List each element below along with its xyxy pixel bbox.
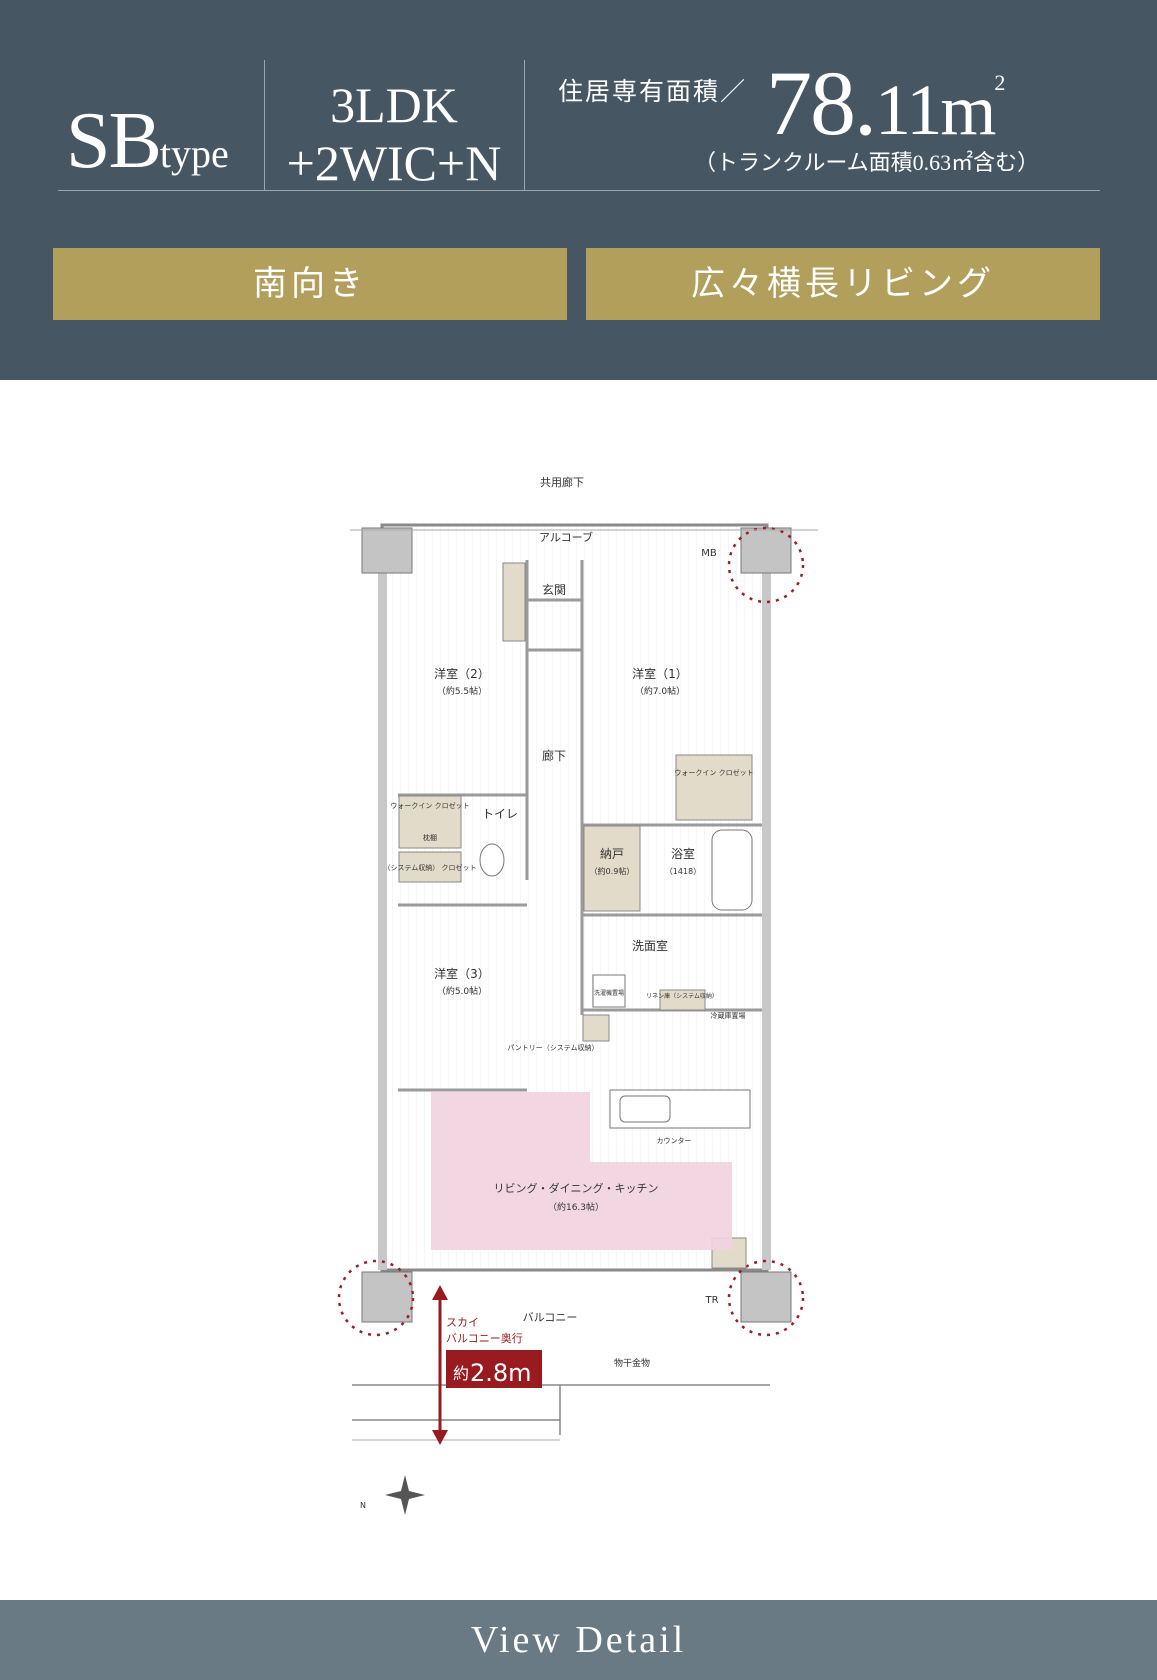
pillar (361, 1271, 413, 1323)
room1-size: （約7.0帖） (635, 685, 685, 697)
system-closet (398, 851, 462, 883)
depth-badge (446, 1350, 542, 1388)
bath-label: 浴室 (671, 846, 695, 861)
bath-size: （1418） (665, 867, 701, 876)
toilet-bowl (479, 843, 505, 877)
balcony-outline (352, 1384, 770, 1435)
linen-closet (659, 989, 706, 1011)
unit-type: SBtype (66, 96, 229, 187)
ldk-label: リビング・ダイニング・キッチン (494, 1181, 659, 1195)
wall-left (378, 533, 387, 1270)
floorplan-svg: 共用廊下 アルコーブ 玄関 MB 洋室（1） （約7.0帖） 洋室（2） （約5… (337, 475, 818, 1515)
wic1-label: ウォークイン クロゼット (674, 768, 753, 777)
room1-label: 洋室（1） (632, 666, 688, 681)
toilet-label: トイレ (482, 807, 518, 821)
drying-label: 物干金物 (614, 1357, 650, 1369)
pillar-highlight (727, 526, 805, 604)
header-rule (58, 190, 1100, 191)
bathtub (711, 829, 753, 911)
plan-type-line: 3LDK (330, 77, 458, 133)
area-sup: 2 (994, 70, 1005, 95)
area-value: 78.11m2 (766, 50, 1005, 156)
pillar-highlight (337, 1259, 415, 1337)
washer (592, 974, 626, 1008)
washer-label: 洗濯機置場 (594, 989, 624, 997)
floorplan: 共用廊下 アルコーブ 玄関 MB 洋室（1） （約7.0帖） 洋室（2） （約5… (0, 380, 1157, 1600)
entrance-label: 玄関 (542, 582, 566, 597)
room3-size: （約5.0帖） (437, 985, 487, 997)
mb-label: MB (701, 548, 717, 559)
feature-badge-living: 広々横長リビング (586, 248, 1100, 320)
divider (264, 60, 265, 190)
pillar (361, 527, 413, 574)
storage-room (583, 825, 641, 912)
closet-label: （システム収納） クロゼット (383, 863, 476, 872)
unit-type-suffix: type (159, 131, 229, 176)
sky-depth-prefix: 約 (453, 1364, 469, 1383)
storage-label: 納戸 (600, 847, 624, 861)
counter-label: カウンター (657, 1136, 692, 1145)
pantry-label: パントリー（システム収納） (507, 1043, 598, 1052)
plan-type-line: +2WIC+N (286, 135, 502, 191)
washroom-label: 洗面室 (632, 938, 668, 953)
room3-label: 洋室（3） (434, 966, 490, 981)
alcove-label: アルコーブ (539, 530, 593, 544)
pantry (582, 1014, 610, 1042)
tr-label: TR (704, 1295, 718, 1306)
wic-2 (398, 795, 462, 849)
wall-right (762, 553, 771, 1270)
fridge-label: 冷蔵庫置場 (711, 1011, 746, 1020)
plan-type: 3LDK +2WIC+N (264, 76, 524, 192)
shoebox (502, 562, 526, 642)
wic-1 (675, 754, 753, 821)
area-dec: 11 (875, 70, 942, 150)
area-label: 住居専有面積／ (558, 79, 748, 106)
corridor-label: 共用廊下 (540, 475, 584, 489)
feature-badge-south: 南向き (53, 248, 567, 320)
sky-label-2: バルコニー奥行 (446, 1331, 523, 1345)
unit-type-main: SB (66, 97, 162, 185)
depth-arrow-head (432, 1285, 448, 1300)
header-panel: SBtype 3LDK +2WIC+N 住居専有面積／ 78.11m2 （トラン… (0, 0, 1157, 380)
room2-label: 洋室（2） (434, 666, 490, 681)
sky-depth-value: 2.8m (470, 1359, 532, 1387)
sink (619, 1095, 671, 1123)
hallway-label: 廊下 (542, 748, 566, 763)
view-detail-button[interactable]: View Detail (0, 1600, 1157, 1680)
pillar-highlight (727, 1259, 805, 1337)
compass-icon (385, 1475, 425, 1515)
balcony-label: バルコニー (523, 1311, 578, 1324)
interior-walls (398, 560, 762, 1092)
linen-label: リネン庫（システム収納） (646, 992, 718, 1000)
pillar (740, 1271, 792, 1323)
wic2-label: ウォークイン クロゼット (390, 801, 469, 810)
room2-size: （約5.5帖） (437, 685, 487, 697)
depth-arrow-head (432, 1430, 448, 1445)
trunk-room-note: （トランクルーム面積0.63㎡含む） (694, 150, 1040, 175)
shelf-label: 枕棚 (423, 833, 437, 842)
pillar (740, 527, 792, 574)
storage-size: （約0.9帖） (590, 866, 635, 876)
divider (524, 60, 525, 190)
ldk-area (431, 1092, 732, 1250)
area-int: 78. (766, 52, 877, 154)
sky-label-1: スカイ (446, 1316, 479, 1329)
north-label: N (360, 1501, 366, 1510)
ldk-size: （約16.3帖） (548, 1201, 604, 1213)
area-unit: m (940, 70, 996, 150)
